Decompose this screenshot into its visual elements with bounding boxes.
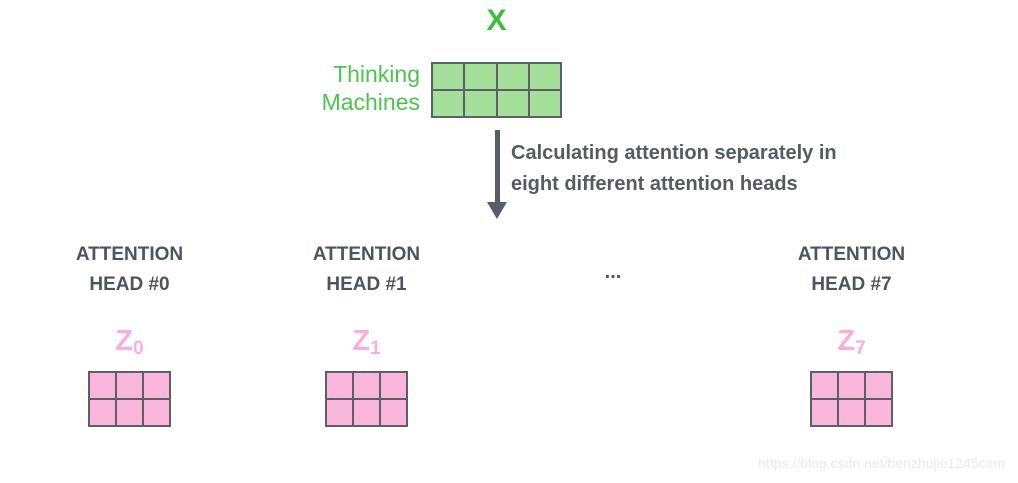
input-matrix-grid	[431, 62, 562, 118]
matrix-cell	[327, 373, 352, 398]
matrix-cell	[90, 373, 115, 398]
matrix-cell	[327, 400, 352, 425]
matrix-cell	[381, 400, 406, 425]
matrix-cell	[117, 400, 142, 425]
z0-base: Z	[115, 325, 134, 357]
matrix-cell	[812, 400, 837, 425]
z0-matrix-grid	[88, 371, 171, 427]
input-matrix-title: X	[486, 4, 507, 37]
attention-head-0-column: ATTENTION HEAD #0 Z0	[38, 240, 221, 427]
z7-label: Z7	[760, 323, 943, 363]
attention-head-1-title-line2: HEAD #1	[326, 274, 407, 295]
down-arrow-head-icon	[487, 202, 507, 219]
attention-head-1-title: ATTENTION HEAD #1	[275, 240, 458, 300]
matrix-cell	[90, 400, 115, 425]
attention-head-7-title: ATTENTION HEAD #7	[760, 240, 943, 300]
attention-head-1-column: ATTENTION HEAD #1 Z1	[275, 240, 458, 427]
z7-subscript: 7	[855, 338, 866, 359]
matrix-cell	[839, 373, 864, 398]
z1-label: Z1	[275, 323, 458, 363]
watermark: https://blog.csdn.net/benzhujie1245com	[758, 455, 1005, 471]
attention-head-1-title-line1: ATTENTION	[312, 244, 421, 265]
z7-base: Z	[837, 325, 856, 357]
matrix-cell	[354, 400, 379, 425]
matrix-cell	[529, 91, 560, 116]
attention-head-7-title-line1: ATTENTION	[797, 244, 906, 265]
matrix-cell	[866, 373, 891, 398]
matrix-cell	[144, 373, 169, 398]
attention-head-0-title-line1: ATTENTION	[75, 244, 184, 265]
input-row-labels: Thinking Machines	[200, 60, 420, 116]
matrix-cell	[433, 64, 464, 89]
matrix-cell	[812, 373, 837, 398]
z0-subscript: 0	[133, 338, 144, 359]
attention-head-7-title-line2: HEAD #7	[811, 274, 892, 295]
arrow-caption-line1: Calculating attention separately in	[511, 142, 837, 164]
matrix-cell	[381, 373, 406, 398]
down-arrow-shaft	[495, 130, 500, 203]
heads-ellipsis: ...	[604, 261, 622, 283]
matrix-cell	[497, 91, 528, 116]
z1-base: Z	[352, 325, 371, 357]
attention-head-7-column: ATTENTION HEAD #7 Z7	[760, 240, 943, 427]
attention-head-0-title-line2: HEAD #0	[89, 274, 170, 295]
z1-matrix-grid	[325, 371, 408, 427]
z7-matrix-grid	[810, 371, 893, 427]
matrix-cell	[866, 400, 891, 425]
matrix-cell	[354, 373, 379, 398]
matrix-cell	[465, 64, 496, 89]
matrix-cell	[117, 373, 142, 398]
matrix-cell	[465, 91, 496, 116]
z0-label: Z0	[38, 323, 221, 363]
input-row-label-machines: Machines	[321, 89, 420, 115]
arrow-caption-line2: eight different attention heads	[511, 173, 798, 195]
attention-head-0-title: ATTENTION HEAD #0	[38, 240, 221, 300]
matrix-cell	[433, 91, 464, 116]
arrow-caption: Calculating attention separately in eigh…	[511, 138, 837, 200]
matrix-cell	[839, 400, 864, 425]
matrix-cell	[144, 400, 169, 425]
matrix-cell	[497, 64, 528, 89]
matrix-cell	[529, 64, 560, 89]
z1-subscript: 1	[370, 338, 381, 359]
input-row-label-thinking: Thinking	[333, 61, 420, 87]
